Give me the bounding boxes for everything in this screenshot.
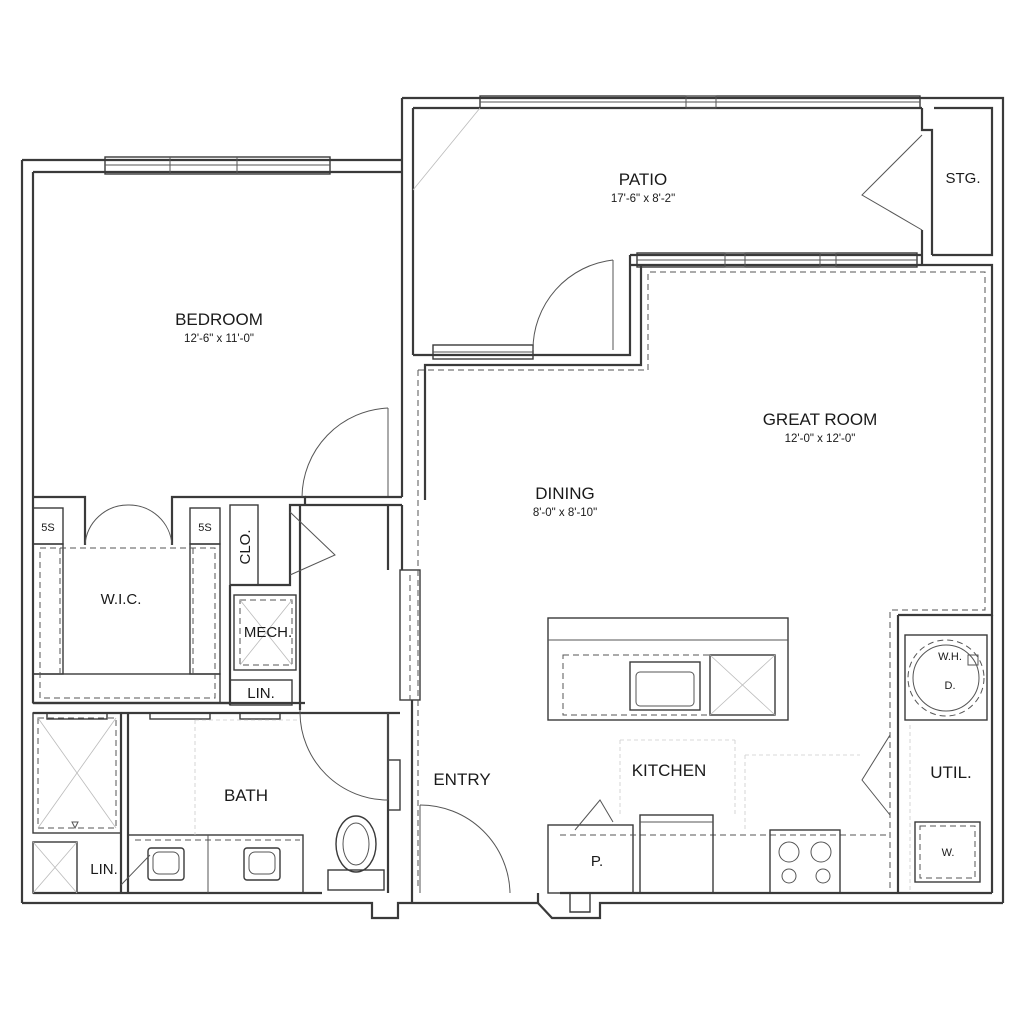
exterior-walls — [20, 96, 1005, 920]
bath-door[interactable] — [299, 710, 389, 801]
wic-label: W.I.C. — [101, 591, 142, 608]
shelf-right-label: 5S — [198, 522, 211, 534]
mech-label: MECH. — [244, 624, 292, 641]
kitchen-label: KITCHEN — [632, 761, 707, 780]
utility-label: UTIL. — [930, 763, 972, 782]
storage-door[interactable] — [861, 134, 923, 231]
shelf-left-label: 5S — [41, 522, 54, 534]
closet-label: CLO. — [237, 529, 254, 564]
great-room-dims: 12'-0" x 12'-0" — [785, 433, 856, 445]
great-room-label: GREAT ROOM — [763, 410, 878, 429]
windows — [104, 95, 921, 360]
entry-label: ENTRY — [433, 770, 490, 789]
bath-linen-door[interactable] — [120, 854, 151, 886]
wic-doors[interactable] — [84, 504, 173, 546]
bedroom-door[interactable] — [301, 407, 389, 498]
utility-walls — [896, 615, 988, 893]
linen-hall-label: LIN. — [247, 685, 275, 702]
patio-label: PATIO — [619, 170, 668, 189]
utility-doors[interactable] — [861, 734, 891, 816]
patio-dims: 17'-6" x 8'-2" — [611, 193, 675, 205]
kitchen-island — [547, 617, 789, 721]
linen-bath-label: LIN. — [90, 861, 118, 878]
dining-dims: 8'-0" x 8'-10" — [533, 507, 597, 519]
bedroom-label: BEDROOM — [175, 310, 263, 329]
patio-door[interactable] — [412, 107, 614, 351]
washer-label: W. — [942, 847, 955, 859]
dining-label: DINING — [535, 484, 595, 503]
dryer-label: D. — [945, 680, 956, 692]
bedroom-dims: 12'-6" x 11'-0" — [184, 333, 254, 345]
dashed-outlines — [418, 271, 986, 890]
pantry-label: P. — [591, 853, 603, 870]
pantry-door[interactable] — [574, 799, 614, 831]
hall-utility-walls — [228, 495, 421, 710]
closet-door[interactable] — [289, 511, 336, 576]
kitchen-counters — [547, 739, 890, 913]
bath-walls — [32, 701, 401, 894]
labels: PATIO 17'-6" x 8'-2" STG. BEDROOM 12'-6"… — [41, 170, 980, 878]
storage-label: STG. — [945, 170, 980, 187]
water-heater-label: W.H. — [938, 651, 962, 663]
bath-label: BATH — [224, 786, 268, 805]
entry-door[interactable] — [419, 804, 511, 894]
